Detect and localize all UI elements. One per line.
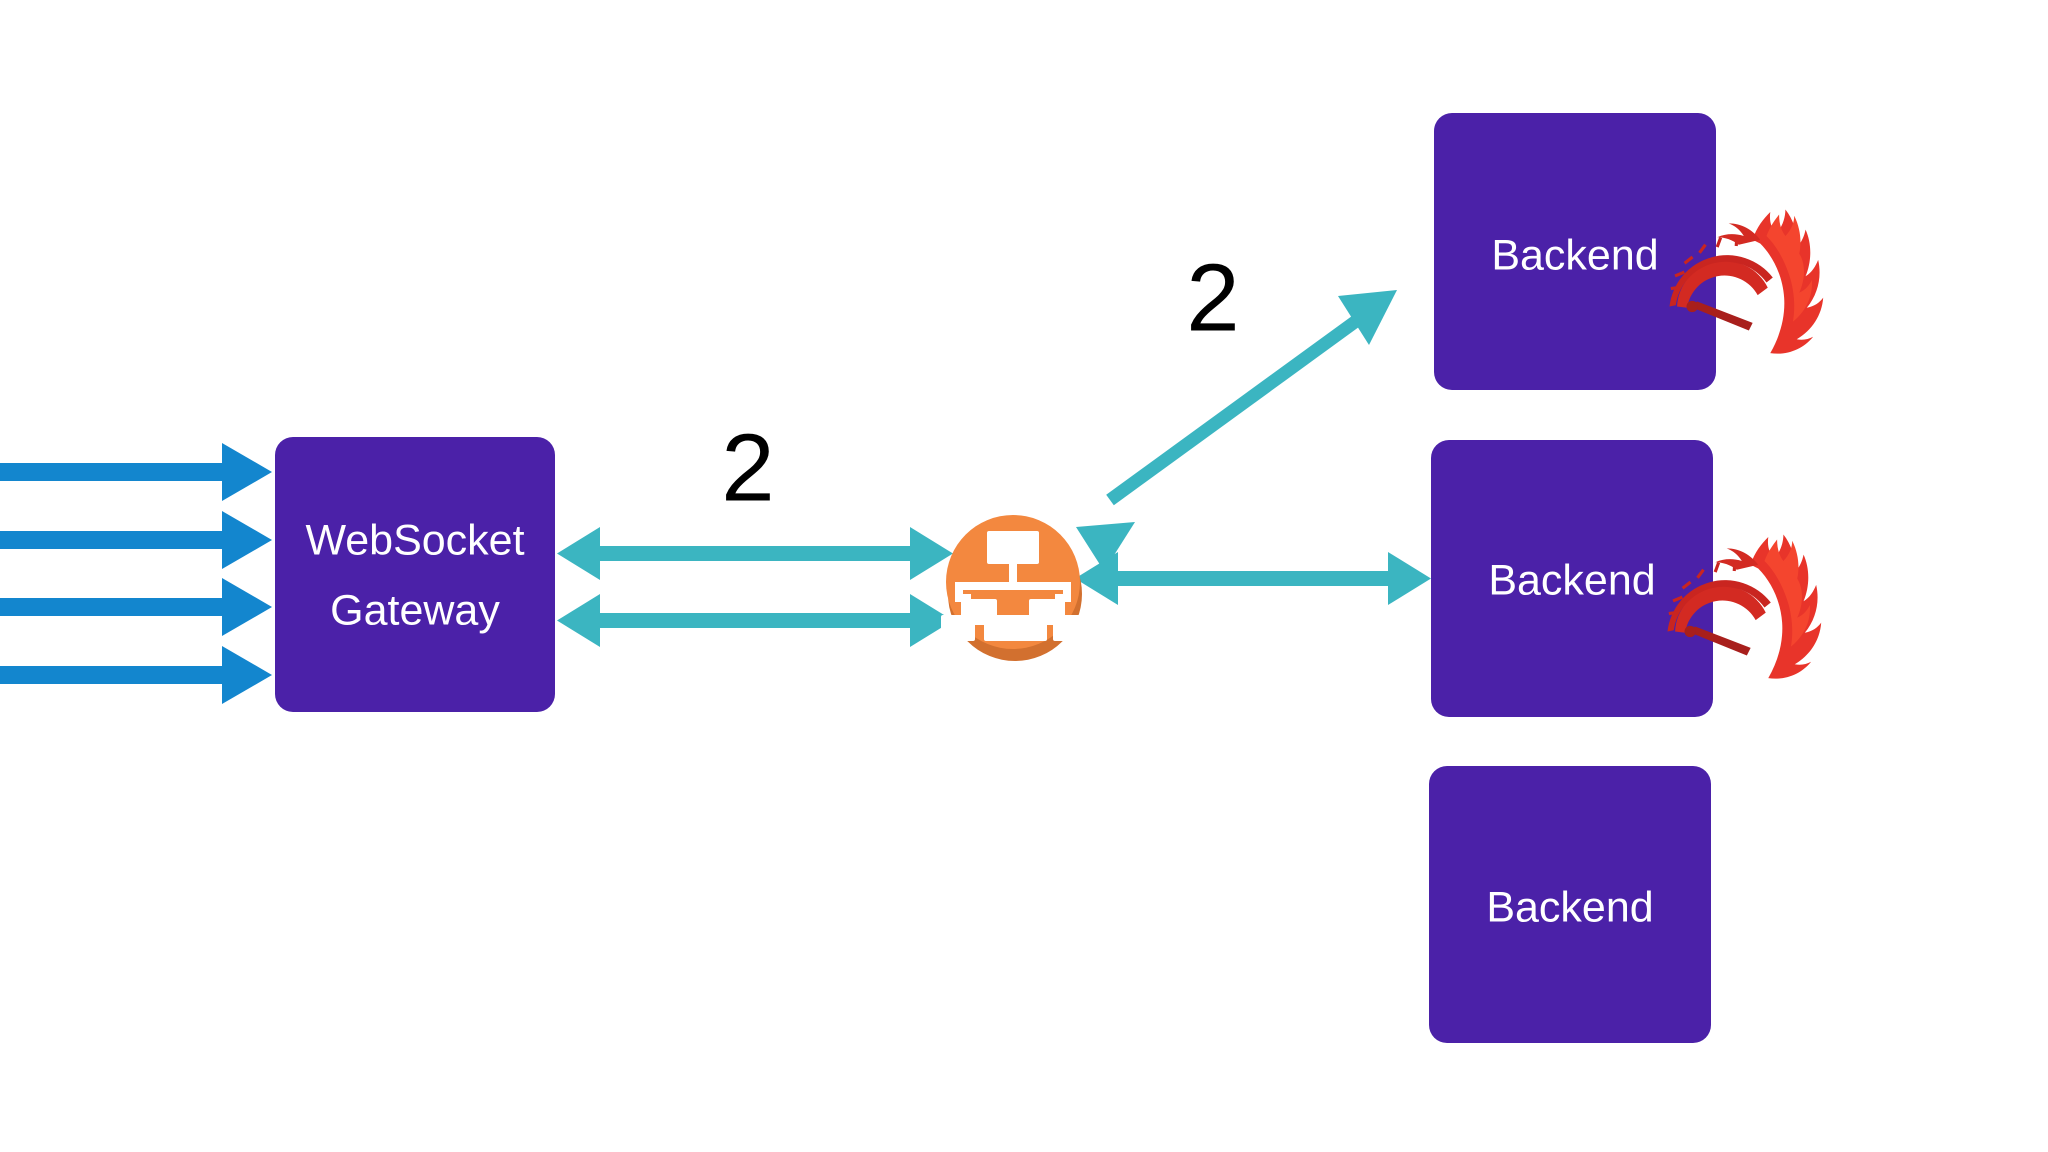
backend-3-label: Backend	[1486, 883, 1653, 931]
count-label-loadbalancer-backend: 2	[1186, 244, 1239, 351]
node-backend-3[interactable]: Backend	[1429, 766, 1711, 1043]
node-backend-2[interactable]: Backend	[1431, 440, 1713, 717]
client-arrow	[0, 646, 272, 704]
websocket-gateway-label-line1: WebSocket	[305, 516, 524, 564]
gateway-loadbalancer-link-lower	[557, 594, 953, 647]
loadbalancer-backend1-link	[1076, 290, 1397, 571]
count-label-gateway-loadbalancer: 2	[721, 414, 774, 521]
backend-2-label: Backend	[1488, 556, 1655, 604]
node-websocket-gateway[interactable]: WebSocket Gateway	[275, 437, 555, 712]
loadbalancer-backend2-link	[1075, 552, 1431, 605]
client-arrow	[0, 578, 272, 636]
load-balancer-icon	[941, 531, 1087, 641]
websocket-gateway-label-line2: Gateway	[330, 586, 500, 634]
client-arrow	[0, 443, 272, 501]
node-load-balancer[interactable]	[941, 515, 1087, 661]
backend-1-label: Backend	[1491, 231, 1658, 279]
node-backend-1[interactable]: Backend	[1434, 113, 1716, 390]
client-arrow	[0, 511, 272, 569]
client-arrow-group	[0, 443, 272, 704]
gateway-loadbalancer-link-upper	[557, 527, 953, 580]
